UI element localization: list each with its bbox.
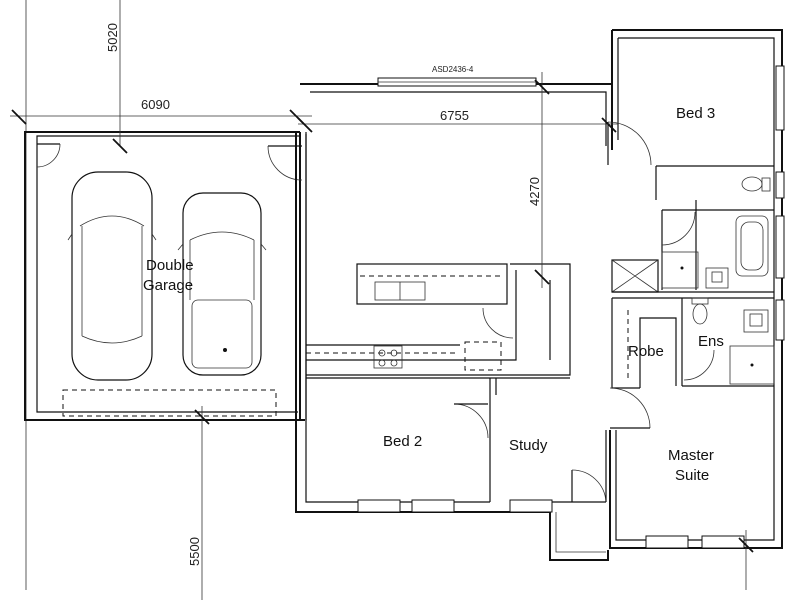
dim-5500: 5500 — [187, 537, 202, 566]
car-right — [177, 192, 267, 376]
dim-6755: 6755 — [440, 108, 469, 123]
garage-label-line2: Garage — [143, 277, 193, 294]
window-bath1 — [775, 171, 785, 199]
garage — [24, 131, 307, 421]
master-label-line1: Master — [668, 447, 714, 464]
robe-label: Robe — [628, 343, 664, 360]
kitchen — [306, 263, 571, 376]
dim-4270: 4270 — [527, 177, 542, 206]
window-master-a — [645, 535, 689, 549]
window-bath2 — [775, 215, 785, 279]
ens-label: Ens — [698, 333, 724, 350]
bed3-label: Bed 3 — [676, 105, 715, 122]
study-label: Study — [509, 437, 548, 454]
window-ens — [775, 299, 785, 341]
right-wing-interior — [609, 165, 775, 429]
window-bed2-b — [411, 499, 455, 513]
car-left — [67, 171, 157, 381]
window-bed2-a — [357, 499, 401, 513]
dim-5020: 5020 — [105, 23, 120, 52]
bed2-label: Bed 2 — [383, 433, 422, 450]
window-master-b — [701, 535, 745, 549]
garage-label-line1: Double — [146, 257, 194, 274]
window-bed3 — [775, 65, 785, 131]
window-code: ASD2436-4 — [432, 65, 474, 74]
dim-6090: 6090 — [141, 97, 170, 112]
dimensions — [10, 0, 754, 600]
master-label-line2: Suite — [675, 467, 709, 484]
car-marker — [223, 348, 227, 352]
window-study — [509, 499, 553, 513]
bed2-study-walls — [306, 377, 607, 503]
